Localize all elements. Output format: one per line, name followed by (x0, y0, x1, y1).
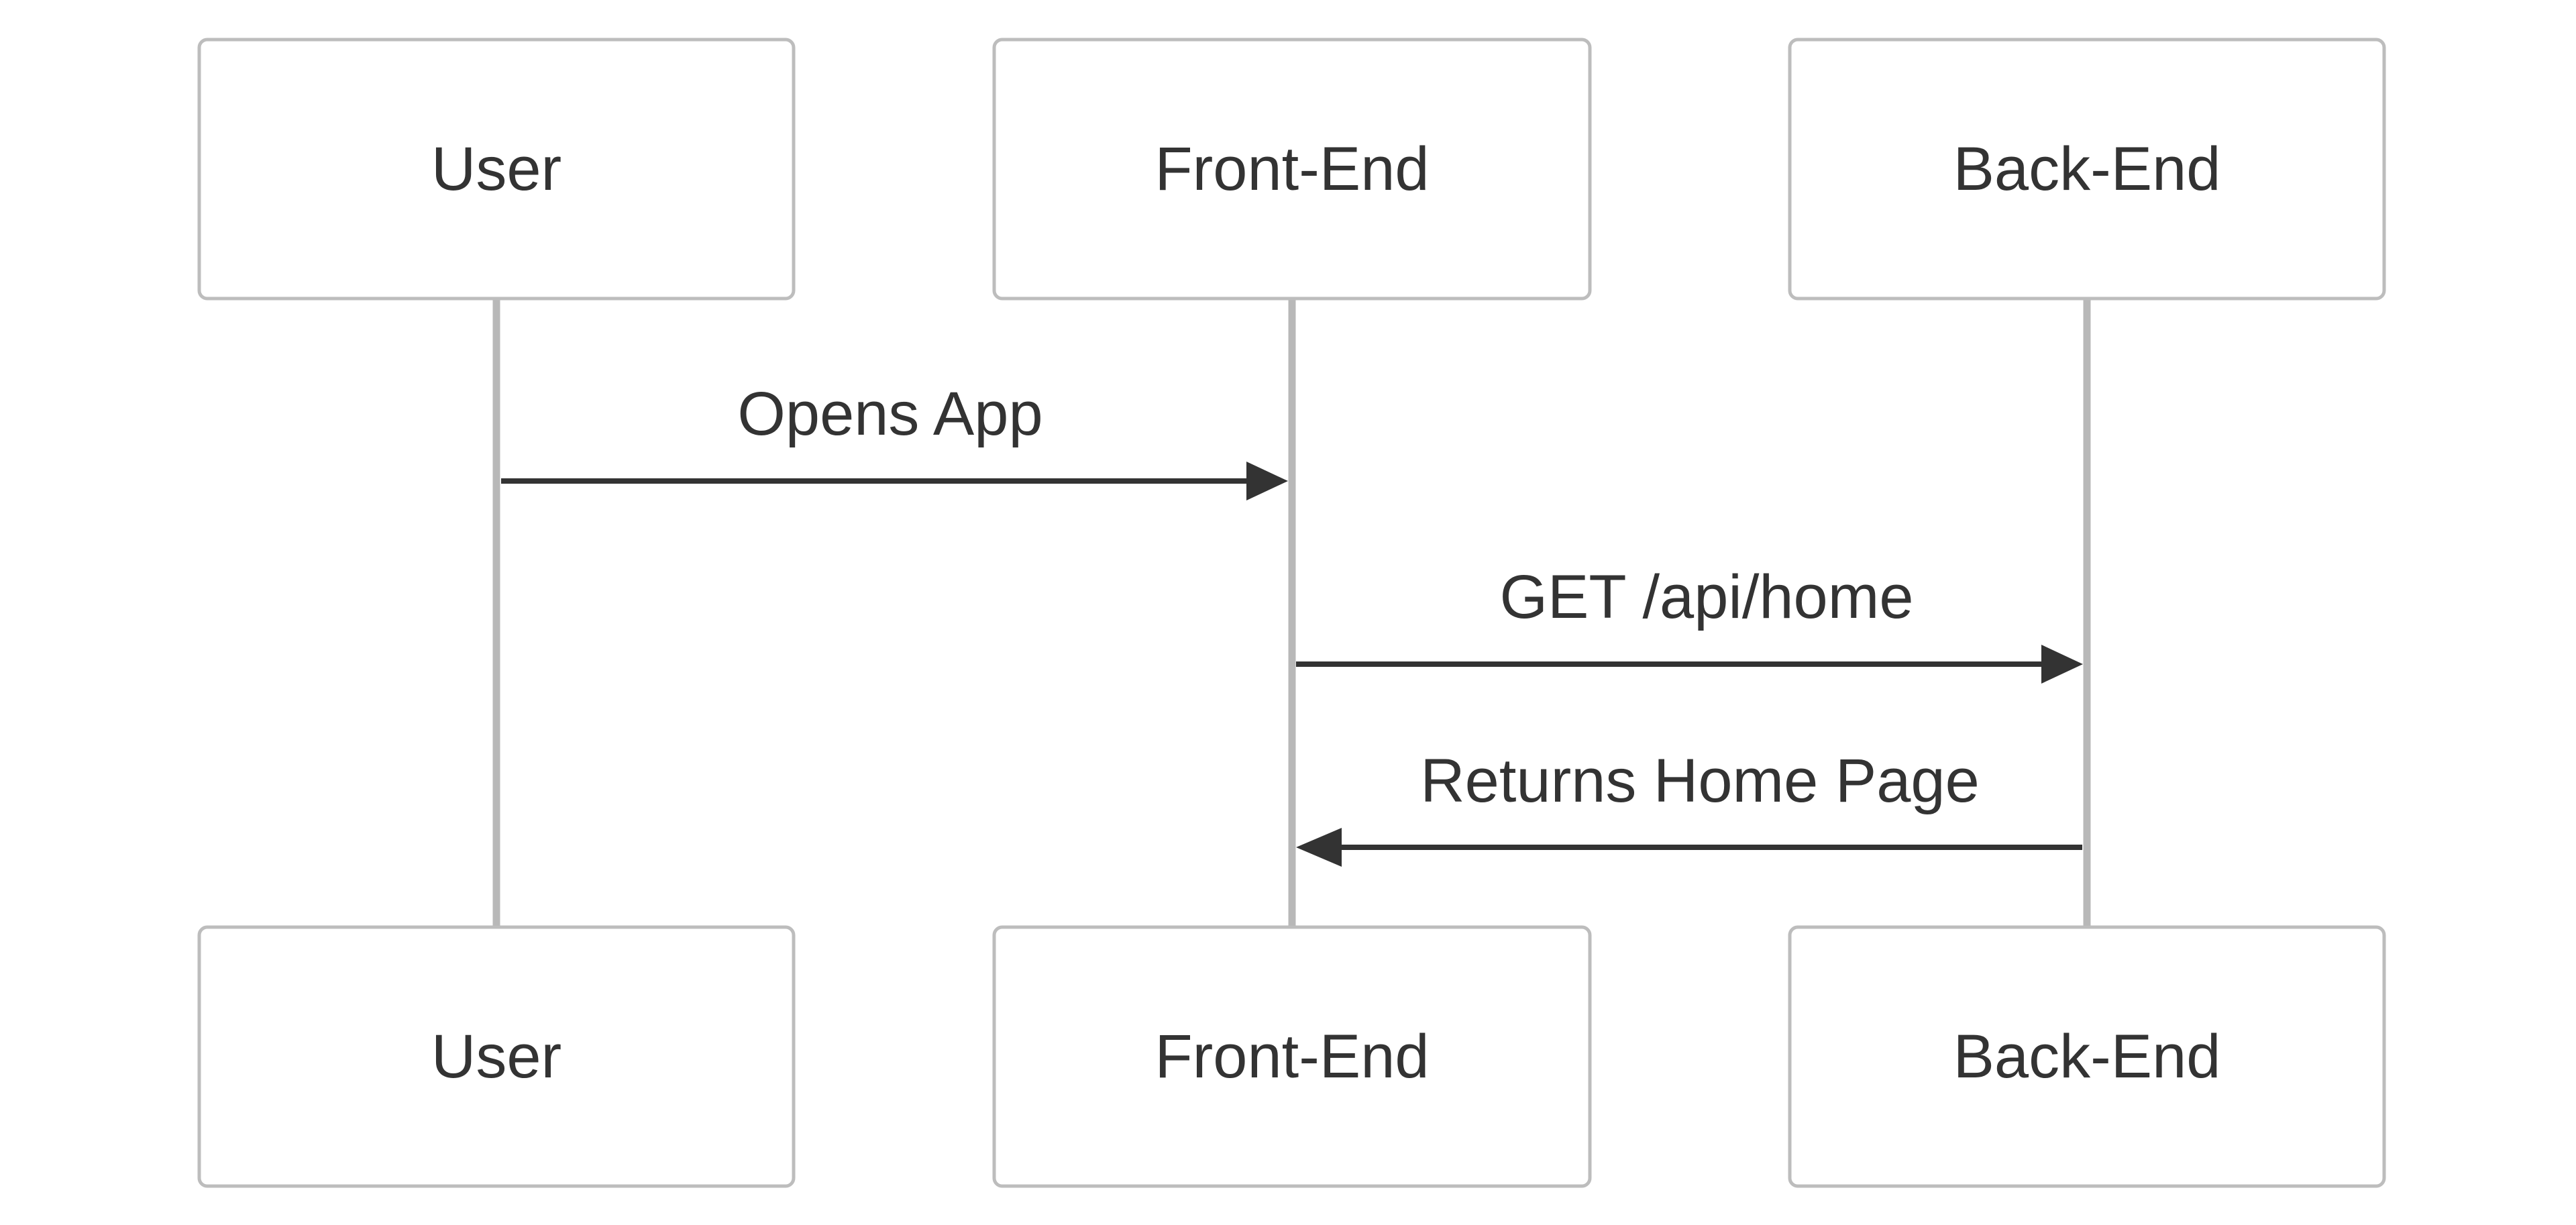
participant-label: Back-End (1953, 135, 2221, 203)
participant-backend-top: Back-End (1788, 38, 2386, 301)
participant-box (197, 925, 796, 1188)
participant-label: Front-End (1155, 1022, 1429, 1091)
message-label: Returns Home Page (1420, 747, 1980, 815)
participant-backend-bottom: Back-End (1788, 925, 2386, 1188)
message-get-api-home: GET /api/home (1296, 563, 2083, 684)
participant-frontend-top: Front-End (992, 38, 1592, 301)
participant-box (197, 38, 796, 301)
participant-label: User (431, 1022, 561, 1091)
participant-label: User (431, 135, 561, 203)
participant-label: Back-End (1953, 1022, 2221, 1091)
message-opens-app: Opens App (501, 380, 1288, 500)
participant-box (992, 925, 1592, 1188)
arrowhead-left-icon (1296, 828, 1342, 867)
message-label: Opens App (737, 380, 1042, 448)
participant-box (1788, 925, 2386, 1188)
participant-frontend-bottom: Front-End (992, 925, 1592, 1188)
message-returns-home-page: Returns Home Page (1296, 747, 2082, 867)
participant-user-bottom: User (197, 925, 796, 1188)
arrowhead-right-icon (1246, 462, 1288, 500)
arrowhead-right-icon (2041, 645, 2083, 684)
participant-user-top: User (197, 38, 796, 301)
participant-box (992, 38, 1592, 301)
participant-box (1788, 38, 2386, 301)
participant-label: Front-End (1155, 135, 1429, 203)
message-label: GET /api/home (1499, 563, 1913, 631)
